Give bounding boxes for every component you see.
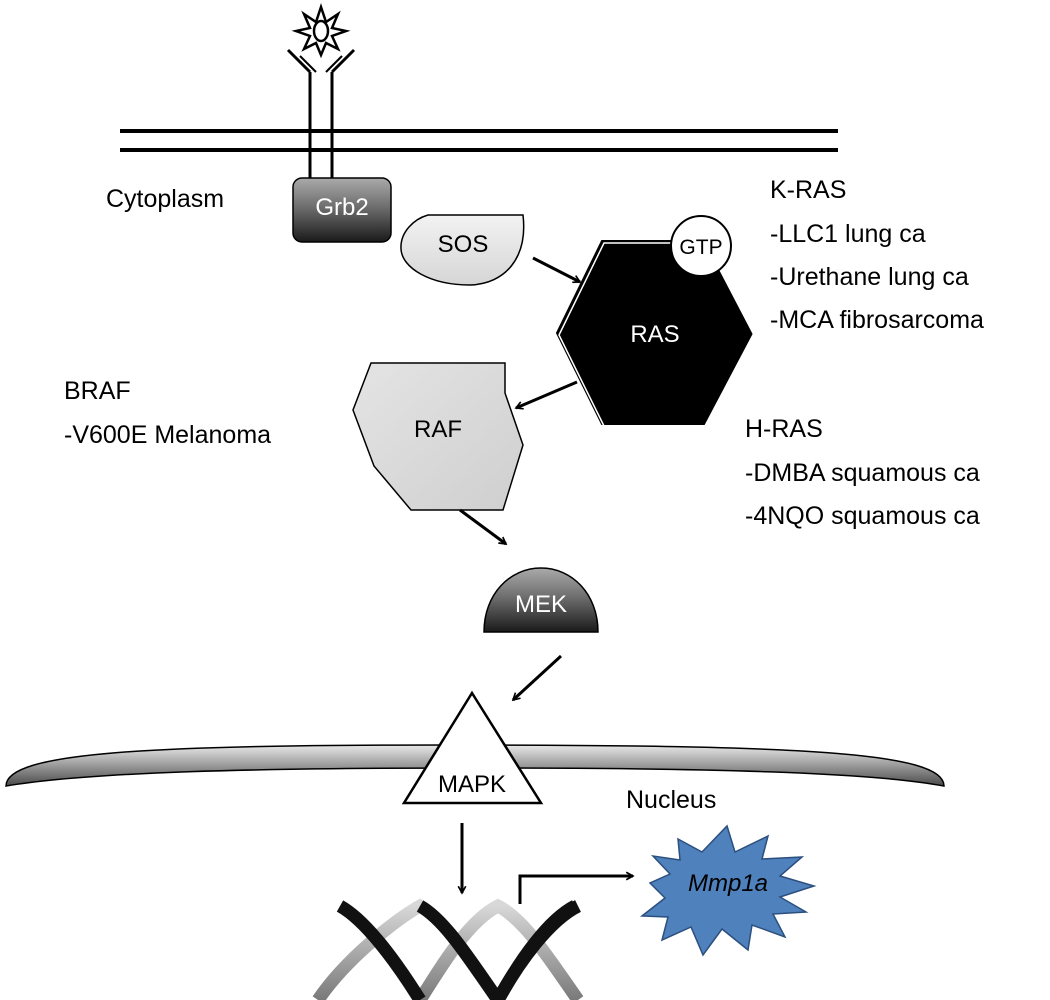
mmp1a-label: Mmp1a: [688, 870, 768, 897]
kras-item: -MCA fibrosarcoma: [770, 306, 984, 334]
raf-node: RAF: [352, 362, 524, 511]
hras-annotation: H-RAS -DMBA squamous ca -4NQO squamous c…: [745, 415, 980, 530]
cytoplasm-label: Cytoplasm: [106, 185, 224, 213]
mmp1a-node: Mmp1a: [639, 824, 817, 957]
gtp-label: GTP: [679, 236, 722, 259]
receptor: [286, 48, 356, 178]
grb2-label: Grb2: [315, 194, 368, 221]
dna-helix-icon: [312, 898, 584, 1000]
mek-label: MEK: [515, 591, 567, 618]
mapk-node: MAPK: [401, 690, 544, 805]
ligand-star-icon: [291, 3, 351, 59]
braf-annotation: BRAF -V600E Melanoma: [64, 377, 271, 449]
arrow-mek-to-mapk: [513, 654, 563, 700]
nucleus-label: Nucleus: [626, 786, 716, 814]
kras-item: -Urethane lung ca: [770, 263, 969, 291]
kras-annotation: K-RAS -LLC1 lung ca -Urethane lung ca -M…: [770, 176, 984, 334]
mapk-label: MAPK: [438, 771, 506, 798]
kras-item: -LLC1 lung ca: [770, 220, 926, 248]
arrow-ras-to-raf: [516, 380, 578, 408]
grb2-node: Grb2: [292, 177, 392, 243]
braf-item: -V600E Melanoma: [64, 421, 271, 449]
sos-node: SOS: [400, 214, 525, 286]
ras-node: RAS: [555, 240, 755, 427]
sos-label: SOS: [438, 231, 489, 258]
mek-node: MEK: [483, 567, 599, 633]
hras-title: H-RAS: [745, 415, 823, 443]
arrow-sos-to-ras: [532, 256, 580, 284]
cell-membrane: [120, 129, 838, 152]
transcription-arrow: [518, 876, 633, 904]
kras-title: K-RAS: [770, 176, 846, 204]
braf-title: BRAF: [64, 377, 131, 405]
gtp-node: GTP: [670, 215, 732, 277]
arrow-raf-to-mek: [459, 508, 506, 546]
hras-item: -DMBA squamous ca: [745, 459, 980, 487]
raf-label: RAF: [414, 416, 462, 443]
hras-item: -4NQO squamous ca: [745, 502, 980, 530]
ras-label: RAS: [630, 321, 679, 348]
